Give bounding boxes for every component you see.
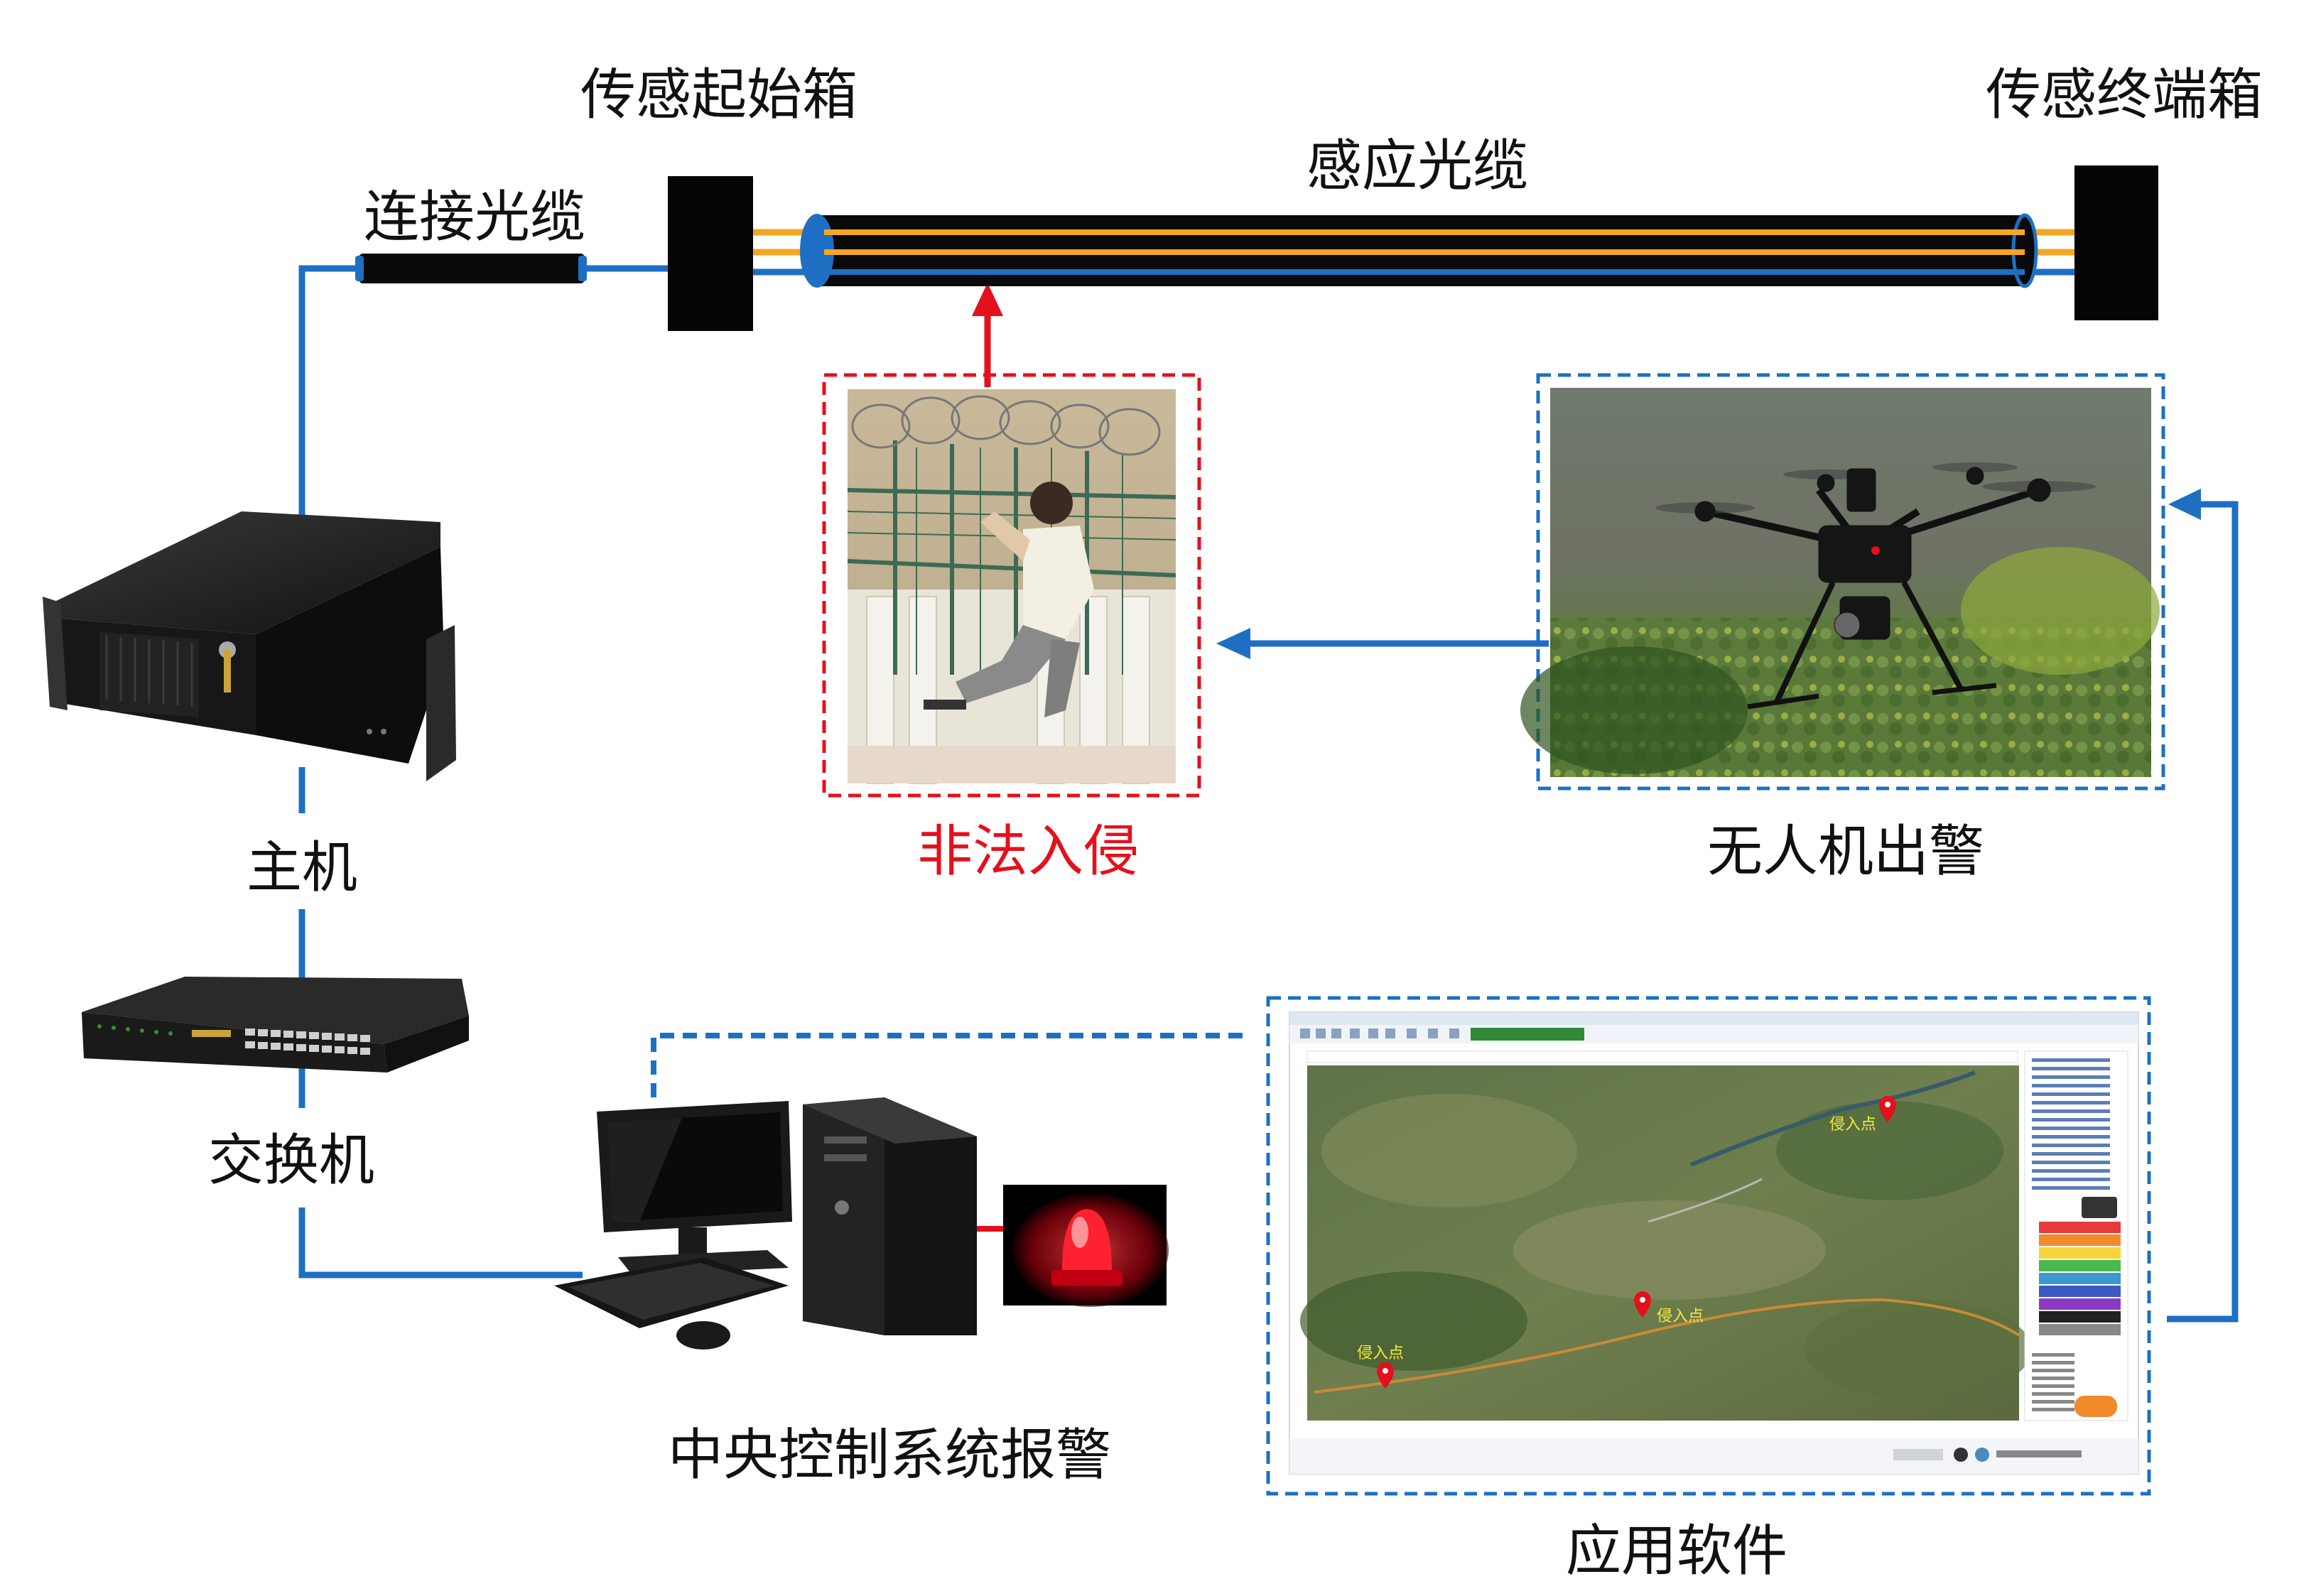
blue-arrow-left-icon	[1216, 628, 1250, 659]
illegal-intrusion-label: 非法入侵	[917, 820, 1139, 884]
map-pin-icon	[1634, 1291, 1651, 1318]
sensing-cable	[355, 165, 2158, 331]
drone-photo	[1520, 388, 2160, 777]
switch-label: 交换机	[208, 1129, 374, 1193]
intrusion-photo	[847, 389, 1176, 784]
blue-arrow-up-icon	[2168, 489, 2201, 520]
red-arrow-up-icon	[972, 283, 1003, 316]
sensor-start-box	[668, 176, 753, 331]
map-marker-label: 侵入点	[1357, 1345, 1404, 1362]
intrusion-frame	[822, 373, 1201, 798]
map-marker-label: 侵入点	[1829, 1116, 1876, 1134]
central-computer	[554, 1097, 977, 1350]
connection-lines	[298, 265, 2239, 1323]
sensor-start-box-label: 传感起始箱	[580, 63, 857, 127]
network-switch	[82, 977, 469, 1073]
map-marker-2: 侵入点	[1634, 1291, 1704, 1325]
intruder-figure	[924, 482, 1094, 717]
sensor-end-box	[2074, 165, 2158, 320]
central-alarm-label: 中央控制系统报警	[668, 1423, 1111, 1487]
host-to-cable-line	[298, 265, 359, 522]
drone	[1655, 462, 2096, 710]
app-software-label: 应用软件	[1566, 1519, 1787, 1583]
siren-light-icon	[1003, 1185, 1169, 1307]
map-pin-icon	[1879, 1096, 1896, 1122]
map-marker-3: 侵入点	[1357, 1345, 1404, 1389]
sensing-cable-label: 感应光缆	[1306, 134, 1528, 198]
software-screenshot: 侵入点 侵入点 侵入点	[1289, 1011, 2139, 1475]
drone-frame	[1536, 373, 2165, 791]
switch-to-pc-line	[298, 1207, 583, 1279]
map-marker-1: 侵入点	[1829, 1096, 1896, 1134]
connect-cable-body	[359, 254, 585, 283]
host-server	[43, 511, 456, 781]
connect-cable-label: 连接光缆	[364, 185, 585, 249]
drone-dispatch-label: 无人机出警	[1707, 820, 1984, 884]
software-frame	[1266, 996, 2151, 1496]
pc-to-software-dashed-line	[651, 1033, 1250, 1097]
software-to-drone-line	[2167, 501, 2239, 1323]
sensor-end-box-label: 传感终端箱	[1986, 63, 2263, 127]
host-label: 主机	[247, 836, 357, 900]
map-pin-icon	[1377, 1362, 1394, 1389]
map-marker-label: 侵入点	[1657, 1308, 1704, 1325]
